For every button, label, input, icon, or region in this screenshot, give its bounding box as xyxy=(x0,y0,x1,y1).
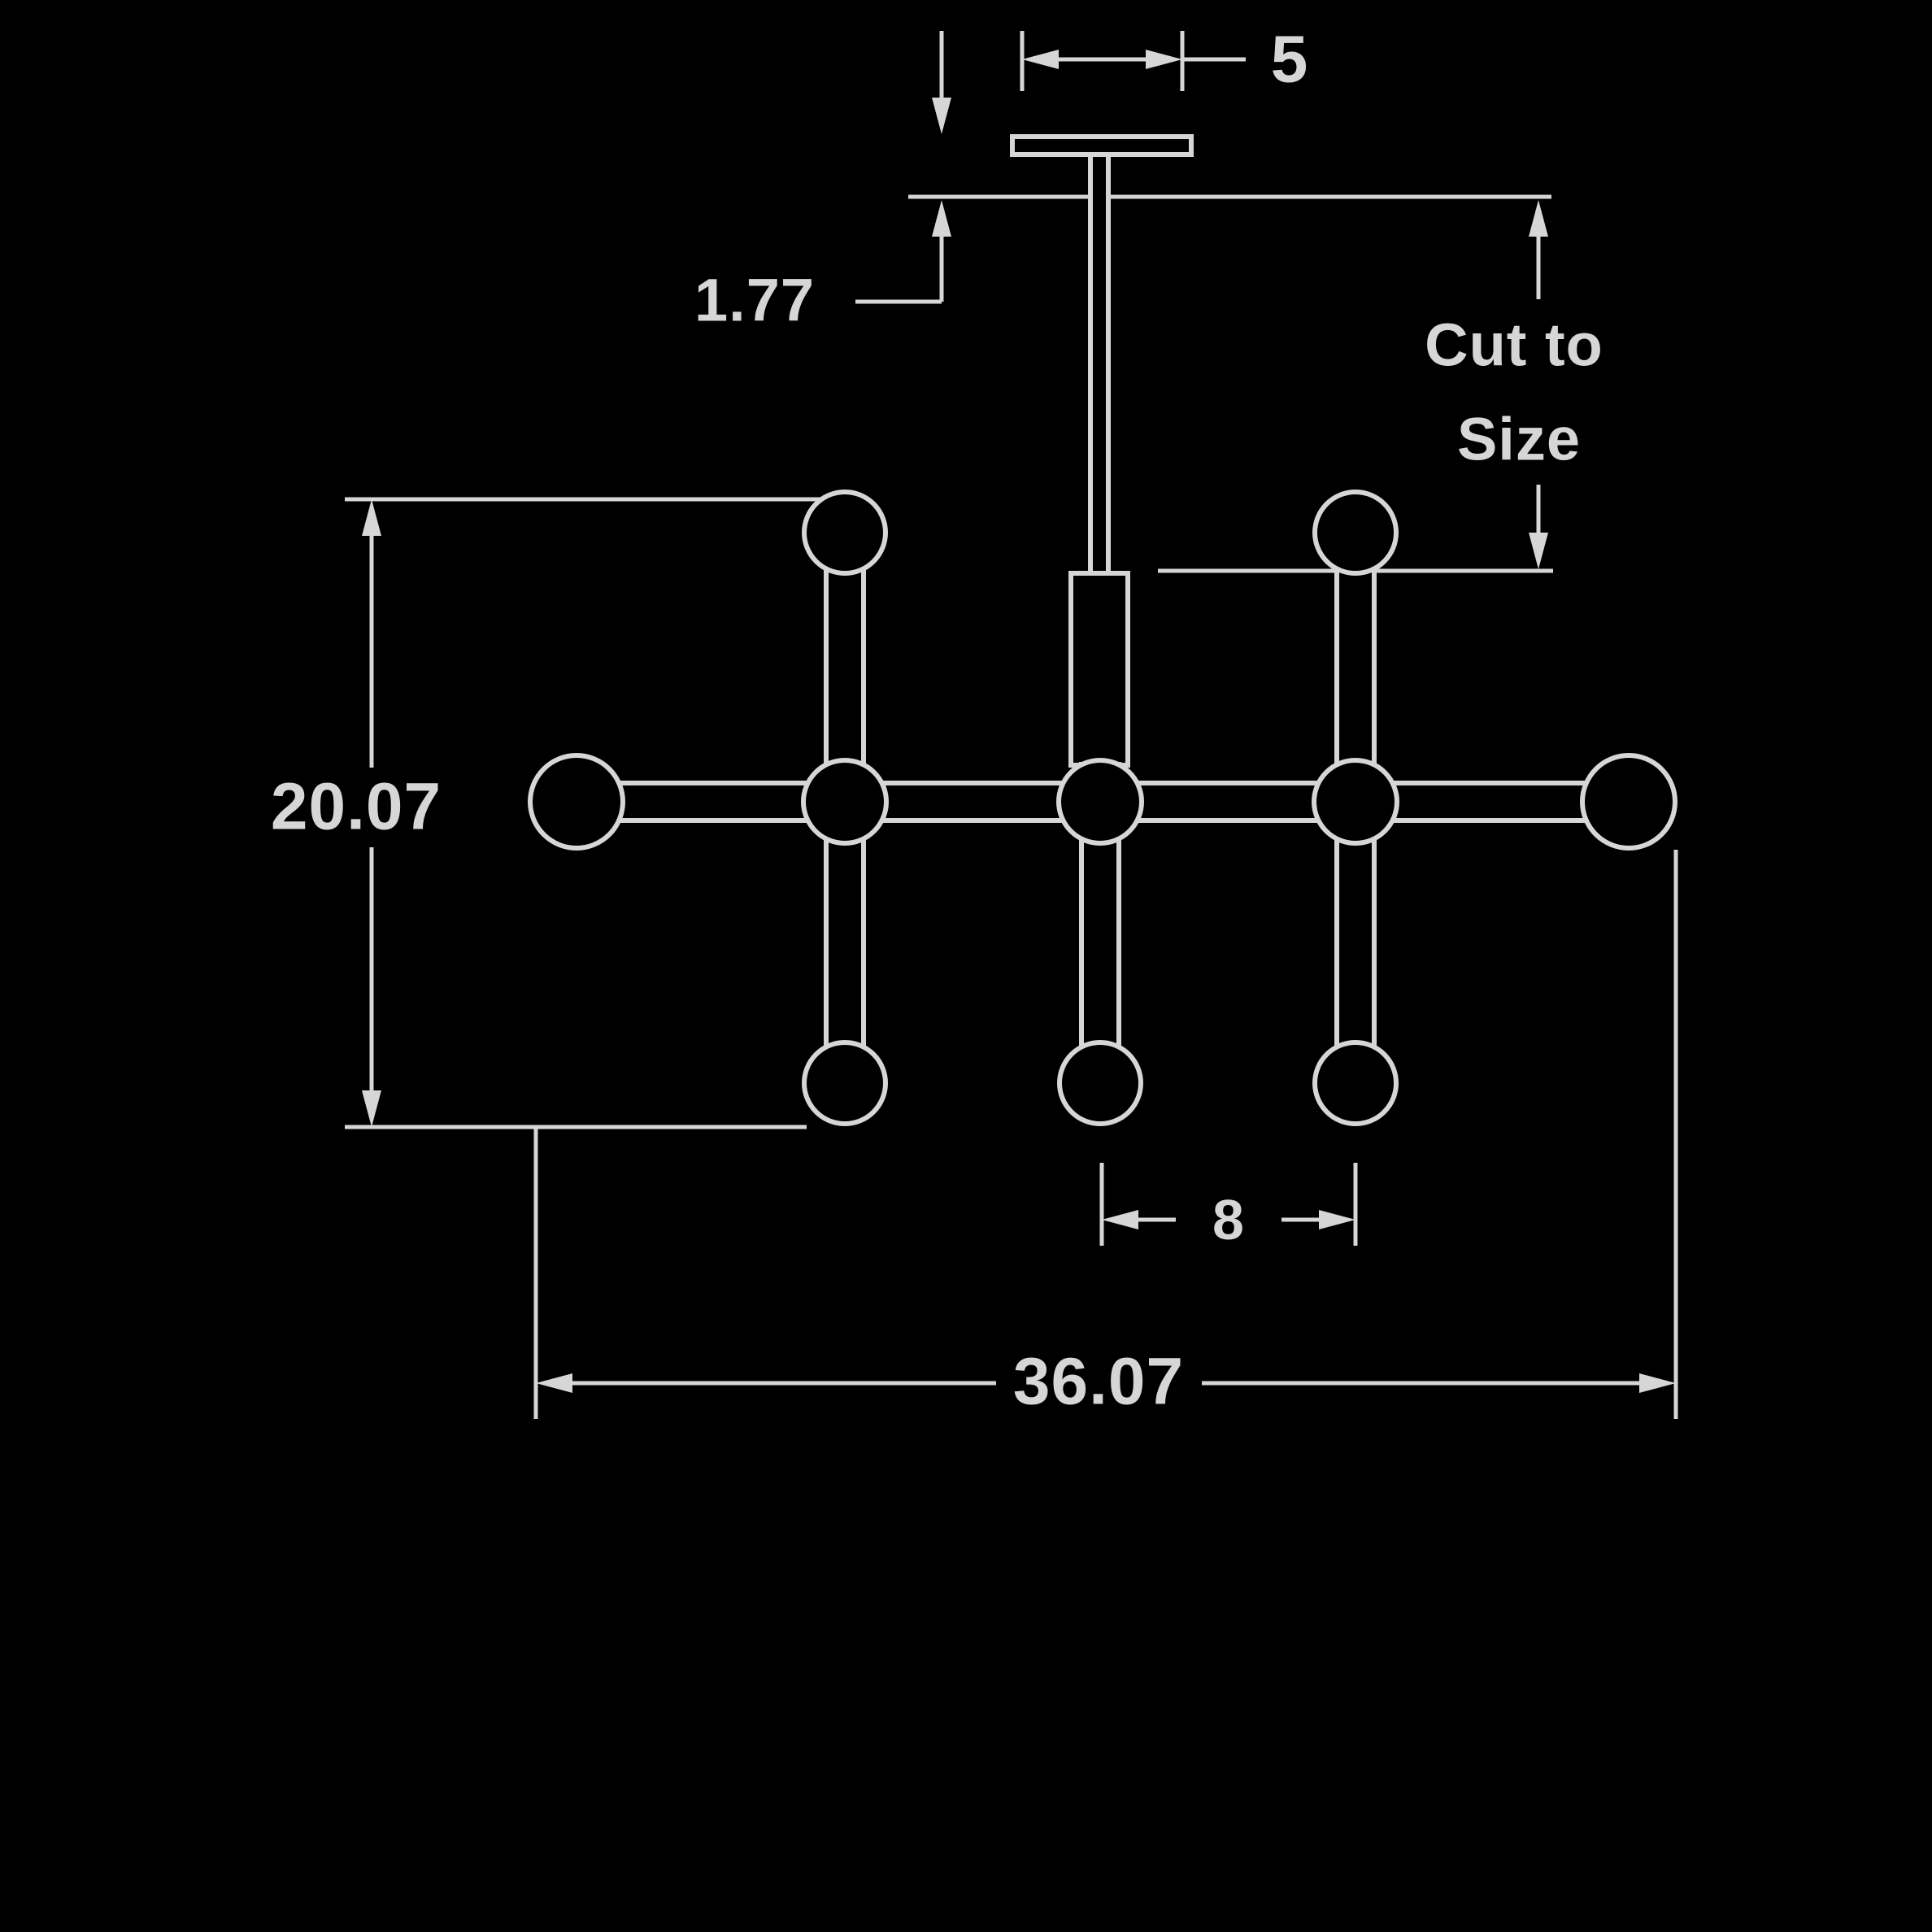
dimension-labels: 5 1.77 Cut to Size 20.07 8 36.07 xyxy=(271,23,1603,1419)
hub-body xyxy=(1068,571,1130,768)
arrowhead-up xyxy=(362,499,381,536)
fixture-structure xyxy=(528,134,1677,1126)
junction-sphere-center xyxy=(1056,758,1144,846)
dim-overall-width xyxy=(533,850,1678,1419)
dim-frame-height xyxy=(345,497,821,1129)
bottom-sphere-right xyxy=(1312,1040,1399,1126)
bottom-sphere-center xyxy=(1057,1040,1143,1126)
arrowhead-up xyxy=(932,200,951,237)
ceiling-canopy xyxy=(1010,134,1194,157)
dimension-linework xyxy=(345,31,1678,1419)
cut-to-size-label-line1: Cut to xyxy=(1425,311,1603,379)
dim-socket-spacing xyxy=(1099,1163,1358,1246)
arrowhead-left xyxy=(1022,50,1059,69)
junction-sphere-right xyxy=(1312,758,1399,846)
dim-canopy-top-pointer xyxy=(932,31,951,134)
canopy-height-label: 1.77 xyxy=(694,267,815,334)
junction-sphere-left xyxy=(801,758,889,846)
arrowhead-left xyxy=(536,1373,572,1393)
arrowhead-down xyxy=(1529,533,1548,569)
arrowhead-right xyxy=(1146,50,1182,69)
arrowhead-left xyxy=(1102,1210,1138,1229)
dim-canopy-height xyxy=(855,200,951,304)
socket-spacing-label: 8 xyxy=(1212,1188,1245,1251)
arrowhead-down xyxy=(362,1090,381,1127)
arrowhead-right xyxy=(1639,1373,1676,1393)
top-sphere-left xyxy=(802,490,888,576)
arrowhead-right xyxy=(1319,1210,1355,1229)
end-sphere-right xyxy=(1580,753,1677,851)
dim-canopy-width xyxy=(1020,31,1246,91)
stem-rod xyxy=(1088,152,1111,577)
arrowhead-down xyxy=(932,98,951,134)
canopy-width-label: 5 xyxy=(1271,23,1309,97)
overall-width-label: 36.07 xyxy=(1013,1345,1184,1419)
cut-to-size-label-line2: Size xyxy=(1457,406,1581,473)
frame-height-label: 20.07 xyxy=(271,770,442,844)
top-sphere-right xyxy=(1312,490,1399,576)
bottom-sphere-left xyxy=(802,1040,888,1126)
arrowhead-up xyxy=(1529,200,1548,237)
end-sphere-left xyxy=(528,753,625,851)
